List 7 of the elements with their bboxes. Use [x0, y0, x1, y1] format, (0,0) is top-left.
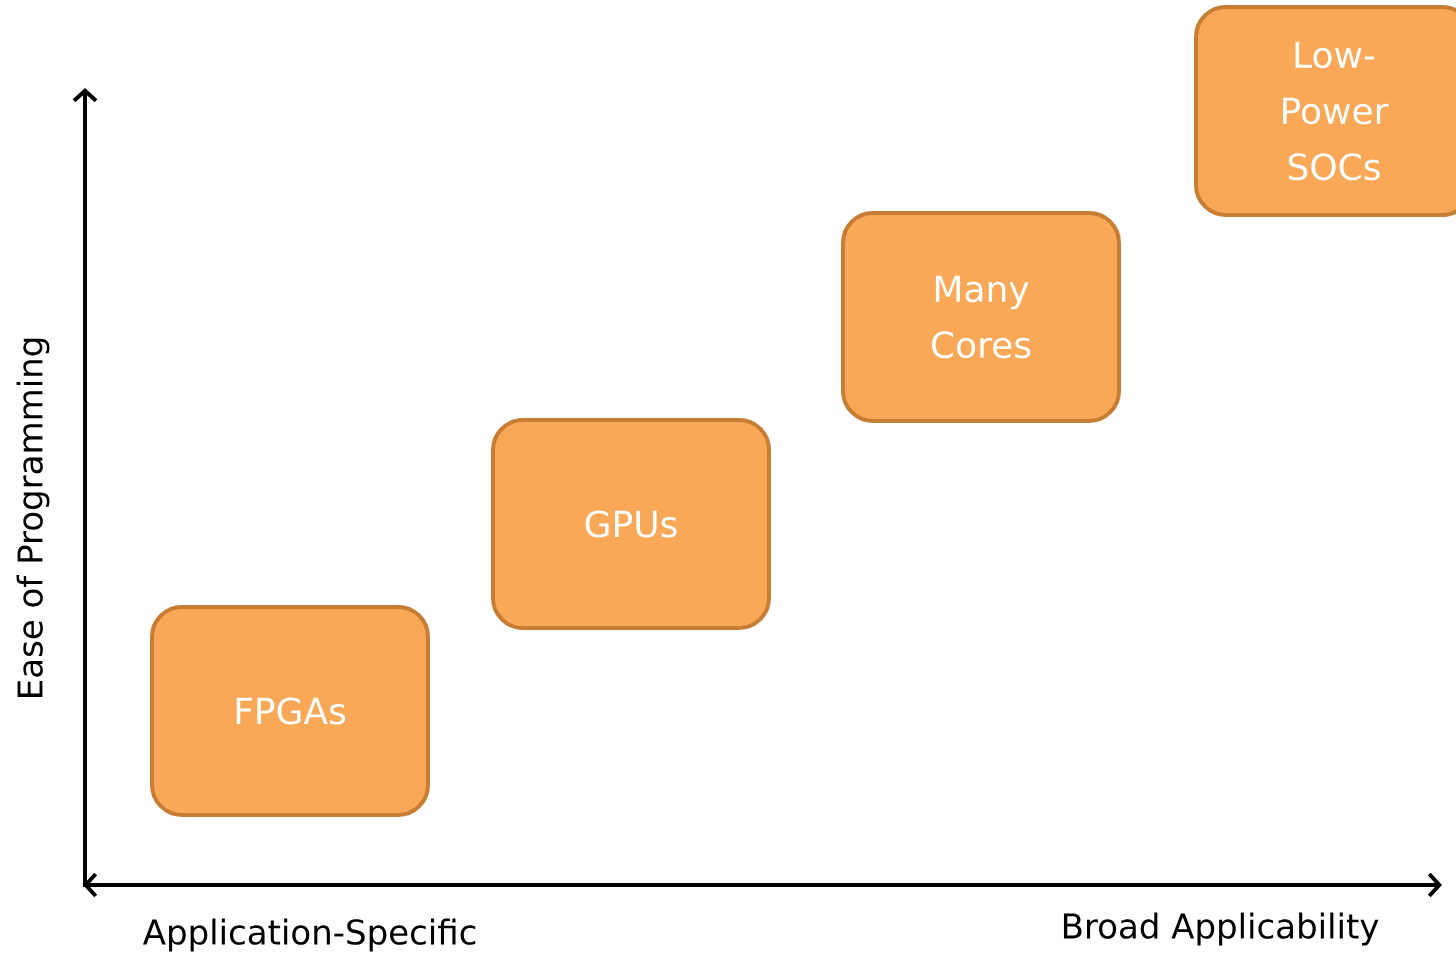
category-box: GPUs	[491, 418, 771, 630]
axis-label: Ease of Programming	[16, 338, 50, 697]
category-box: Many Cores	[841, 211, 1121, 423]
category-box: Low-Power SOCs	[1194, 5, 1456, 217]
axis-label: Application-Specific	[143, 918, 476, 952]
category-box: FPGAs	[150, 605, 430, 817]
axis-label: Broad Applicability	[1063, 912, 1379, 946]
